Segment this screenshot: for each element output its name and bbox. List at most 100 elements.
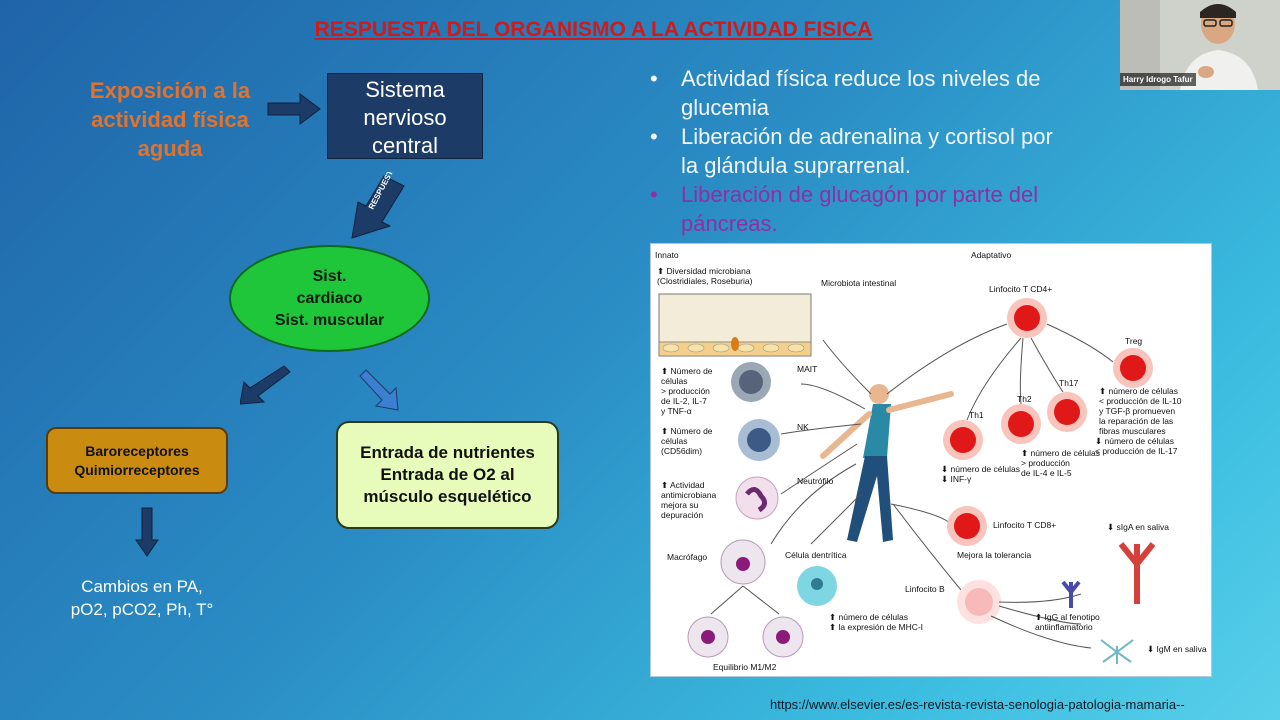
text-line: la reparación de las [1099, 416, 1174, 426]
th17-label: Th17 [1059, 378, 1079, 388]
bullet-item: • Liberación de adrenalina y cortisol po… [650, 122, 1130, 180]
th2-label: Th2 [1017, 394, 1032, 404]
bullet-item: • Actividad física reduce los niveles de… [650, 64, 1130, 122]
text-line: ⬆ la expresión de MHC-I [829, 622, 924, 632]
text-line: y TGF-β promueven [1099, 406, 1176, 416]
nutri-line: músculo esquelético [363, 487, 532, 506]
bullet-line: páncreas. [681, 211, 778, 236]
webcam-thumbnail[interactable]: Harry Idrogo Tafur [1120, 0, 1280, 90]
innate-label: Innato [655, 250, 679, 260]
central-nervous-system-box: Sistema nervioso central [327, 73, 483, 159]
text-line: > producción [661, 386, 710, 396]
bullet-list: • Actividad física reduce los niveles de… [650, 64, 1130, 238]
treg-label: Treg [1125, 336, 1143, 346]
text-line: ⬆ Número de [661, 366, 713, 376]
adaptive-label: Adaptativo [971, 250, 1012, 260]
arrow-down-right-icon [359, 369, 399, 411]
cardiac-muscular-oval: Sist. cardiaco Sist. muscular [229, 245, 430, 352]
text-line: > producción [1021, 458, 1070, 468]
mait-label: MAIT [797, 364, 818, 374]
changes-text: Cambios en PA, pO2, pCO2, Ph, T° [52, 575, 232, 621]
neutrophil-text: ⬆ Actividad antimicrobiana mejora su dep… [661, 480, 716, 520]
immune-diagram: Innato Adaptativo ⬆ Diversidad microbian… [650, 243, 1212, 677]
text-line: ⬇ número de células [1095, 436, 1174, 446]
nutrients-box: Entrada de nutrientes Entrada de O2 al m… [336, 421, 559, 529]
cns-line: Sistema [365, 77, 445, 102]
text-line: fibras musculares [1099, 426, 1166, 436]
text-line: y TNF-α [661, 406, 692, 416]
changes-line: Cambios en PA, [81, 577, 203, 596]
oval-line: Sist. [312, 267, 347, 285]
text-line: depuración [661, 510, 704, 520]
cd4-label: Linfocito T CD4+ [989, 284, 1053, 294]
macrophage-label: Macrófago [667, 552, 708, 562]
oval-line: Sist. muscular [274, 311, 385, 329]
bullet-dot-icon: • [650, 66, 658, 91]
text-line: ⬆ IgG al fenotipo [1035, 612, 1100, 622]
source-url[interactable]: https://www.elsevier.es/es-revista-revis… [770, 697, 1185, 712]
th2-text: ⬆ número de células > producción de IL-4… [1021, 448, 1100, 478]
text-line: ⬆ número de células [1021, 448, 1100, 458]
nk-text: ⬆ Número de células (CD56dim) [661, 426, 713, 456]
text-line: de IL-4 e IL-5 [1021, 468, 1072, 478]
text-line: (Clostridiales, Roseburia) [657, 276, 753, 286]
dendritic-text: ⬆ número de células ⬆ la expresión de MH… [829, 612, 923, 632]
igg-text: ⬆ IgG al fenotipo antiinflamatorio [1035, 612, 1100, 632]
neutrophil-label: Neutrófilo [797, 476, 834, 486]
bullet-dot-icon: • [650, 124, 658, 149]
bullet-line: glucemia [681, 95, 770, 120]
microbial-diversity-text: ⬆ Diversidad microbiana (Clostridiales, … [657, 266, 752, 286]
b-cell-label: Linfocito B [905, 584, 945, 594]
text-line: ⬆ Número de [661, 426, 713, 436]
cns-line: nervioso [363, 105, 447, 130]
bullet-line: Liberación de glucagón por parte del [681, 182, 1039, 207]
siga-label: ⬇ sIgA en saliva [1107, 522, 1169, 532]
text-line: antiinflamatorio [1035, 622, 1093, 632]
th17-text: ⬇ número de células < producción de IL-1… [1095, 436, 1177, 456]
tolerance-label: Mejora la tolerancia [957, 550, 1032, 560]
text-line: ⬆ Diversidad microbiana [657, 266, 751, 276]
mait-text: ⬆ Número de células > producción de IL-2… [661, 366, 713, 416]
presenter-name: Harry Idrogo Tafur [1120, 73, 1196, 86]
equilibrium-label: Equilibrio M1/M2 [713, 662, 777, 672]
baro-line: Baroreceptores [85, 442, 189, 459]
dendritic-label: Célula dentrítica [785, 550, 847, 560]
exposure-line: actividad física [91, 107, 249, 132]
bullet-line: Actividad física reduce los niveles de [681, 66, 1041, 91]
th1-label: Th1 [969, 410, 984, 420]
bullet-dot-icon: • [650, 182, 658, 207]
text-line: mejora su [661, 500, 699, 510]
text-line: < producción de IL-17 [1095, 446, 1178, 456]
nutri-line: Entrada de O2 al [380, 465, 515, 484]
oval-line: cardiaco [296, 289, 363, 307]
response-arrow-icon: RESPUESTA [351, 172, 405, 239]
diagram-graphics [658, 293, 1156, 664]
arrow-down-left-icon [240, 365, 291, 405]
bullet-line: Liberación de adrenalina y cortisol por [681, 124, 1053, 149]
text-line: de IL-2, IL-7 [661, 396, 707, 406]
igm-label: ⬇ IgM en saliva [1147, 644, 1207, 654]
arrow-right-icon [267, 93, 321, 125]
cns-line: central [371, 133, 439, 158]
th1-text: ⬇ número de células ⬇ INF-γ [941, 464, 1020, 484]
text-line: ⬇ número de células [941, 464, 1020, 474]
text-line: ⬆ número de células [1099, 386, 1178, 396]
exposure-label: Exposición a la actividad física aguda [60, 76, 280, 163]
exposure-line: Exposición a la [89, 78, 251, 103]
text-line: (CD56dim) [661, 446, 703, 456]
treg-text: ⬆ número de células < producción de IL-1… [1099, 386, 1181, 436]
text-line: < producción de IL-10 [1099, 396, 1182, 406]
slide-title: RESPUESTA DEL ORGANISMO A LA ACTIVIDAD F… [314, 18, 873, 41]
microbiota-label: Microbiota intestinal [821, 278, 897, 288]
cd8-label: Linfocito T CD8+ [993, 520, 1057, 530]
text-line: células [661, 436, 688, 446]
nk-label: NK [797, 422, 809, 432]
nutri-line: Entrada de nutrientes [360, 443, 535, 462]
text-line: células [661, 376, 688, 386]
baro-line: Quimiorreceptores [74, 461, 200, 478]
text-line: ⬆ Actividad [661, 480, 705, 490]
bullet-item: • Liberación de glucagón por parte del p… [650, 180, 1130, 238]
text-line: antimicrobiana [661, 490, 717, 500]
exposure-line: aguda [137, 136, 203, 161]
baroreceptors-box: Baroreceptores Quimiorreceptores [46, 427, 228, 494]
